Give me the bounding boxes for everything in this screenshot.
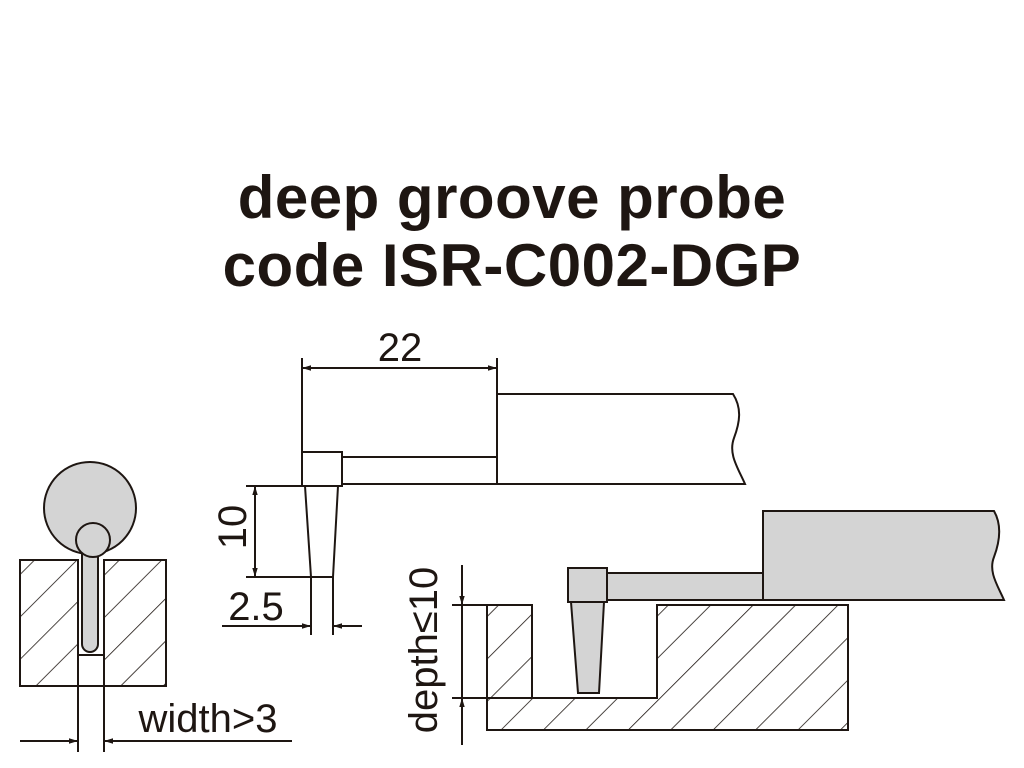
dim-tip-diameter-label: 2.5 <box>228 585 284 629</box>
probe-tip <box>303 485 340 578</box>
title-line-2: code ISR-C002-DGP <box>222 232 802 299</box>
probe-in-groove-view <box>452 510 1006 745</box>
dim-tip-height-label: 10 <box>211 505 255 550</box>
title-line-1: deep groove probe <box>237 164 787 231</box>
probe-head-in-use <box>567 567 608 603</box>
probe-tip-in-use <box>569 601 606 694</box>
left-wall-block <box>19 559 79 687</box>
probe-ball <box>75 522 111 558</box>
probe-arm <box>341 456 498 485</box>
probe-head <box>301 451 343 487</box>
probe-arm-in-use <box>606 572 764 601</box>
probe-side-view <box>222 358 747 635</box>
dim-groove-depth-label: depth≤10 <box>402 567 446 734</box>
dim-groove-width-label: width>3 <box>138 697 278 741</box>
groove-section-view <box>19 461 292 752</box>
workpiece-section <box>486 604 849 731</box>
probe-handle-in-use <box>762 510 1006 601</box>
dim-arm-length-label: 22 <box>378 326 423 370</box>
probe-handle <box>496 393 747 485</box>
right-wall-block <box>103 559 167 687</box>
